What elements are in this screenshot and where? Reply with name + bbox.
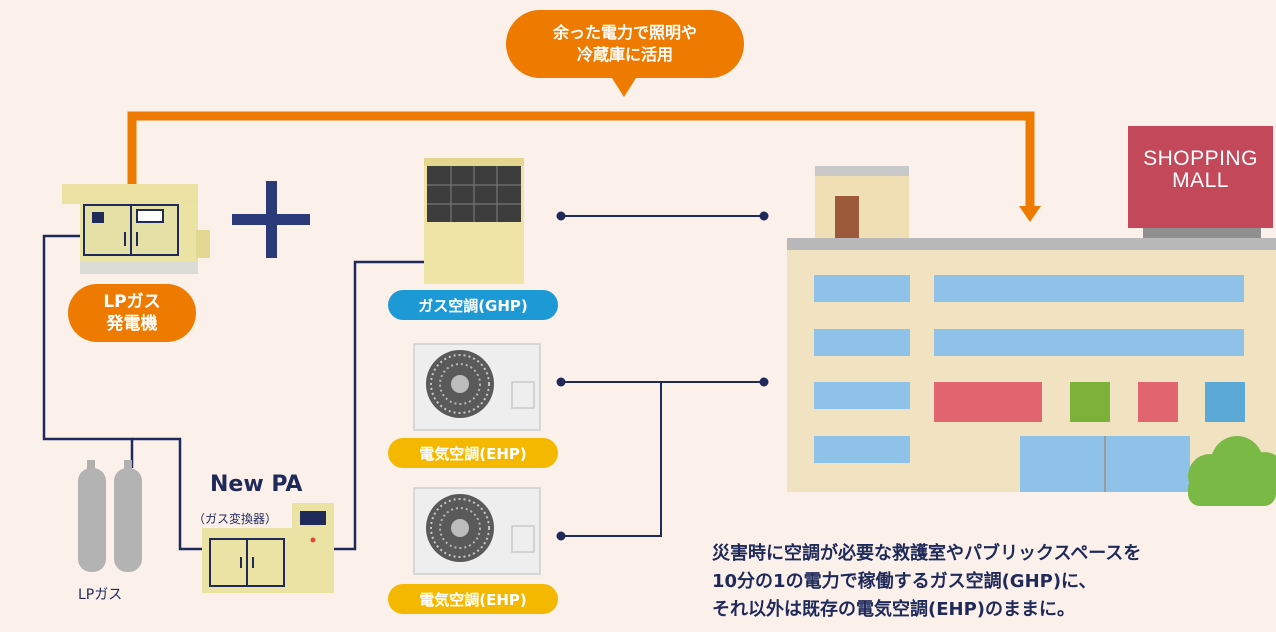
generator-label: LPガス 発電機	[68, 284, 196, 342]
mall-sign-line-1: SHOPPING	[1143, 147, 1258, 170]
connection-lines	[556, 211, 769, 541]
caption-line-3: それ以外は既存の電気空調(EHP)のままに。	[712, 599, 1076, 620]
surplus-power-arrowhead	[1019, 206, 1041, 222]
converter-title: New PA	[210, 472, 303, 497]
gas-pipe-to-ghp	[334, 260, 430, 551]
shopping-mall-illustration	[787, 126, 1276, 506]
plus-icon	[232, 181, 310, 258]
caption: 災害時に空調が必要な救護室やパブリックスペースを 10分の1の電力で稼働するガス…	[712, 540, 1274, 624]
surplus-power-line	[127, 111, 1035, 210]
caption-line-2: 10分の1の電力で稼働するガス空調(GHP)に、	[712, 571, 1097, 592]
converter-subtitle: （ガス変換器）	[193, 512, 278, 526]
generator-label-line-2: 発電機	[106, 314, 158, 334]
lp-gas-label: LPガス	[78, 587, 123, 603]
generator-label-line-1: LPガス	[103, 292, 161, 312]
ehp-unit-2-illustration	[413, 487, 541, 575]
converter-illustration	[202, 503, 334, 593]
ghp-unit-illustration	[424, 158, 524, 284]
generator-illustration	[62, 184, 210, 274]
gas-pipe-generator	[42, 234, 134, 468]
bubble-tail	[612, 78, 636, 97]
ehp-unit-1-illustration	[413, 343, 541, 431]
ehp-label-2: 電気空調(EHP)	[388, 584, 558, 614]
lp-gas-cylinders-illustration	[78, 460, 142, 572]
mall-sign-line-2: MALL	[1172, 169, 1229, 192]
ghp-label: ガス空調(GHP)	[388, 290, 558, 320]
gas-pipe-to-converter	[132, 437, 202, 551]
surplus-power-bubble: 余った電力で照明や 冷蔵庫に活用	[506, 10, 744, 78]
bubble-line-2: 冷蔵庫に活用	[576, 45, 673, 64]
caption-line-1: 災害時に空調が必要な救護室やパブリックスペースを	[712, 543, 1142, 564]
mall-sign: SHOPPING MALL	[1128, 148, 1273, 192]
bubble-line-1: 余った電力で照明や	[552, 23, 697, 42]
ehp-label-1: 電気空調(EHP)	[388, 438, 558, 468]
